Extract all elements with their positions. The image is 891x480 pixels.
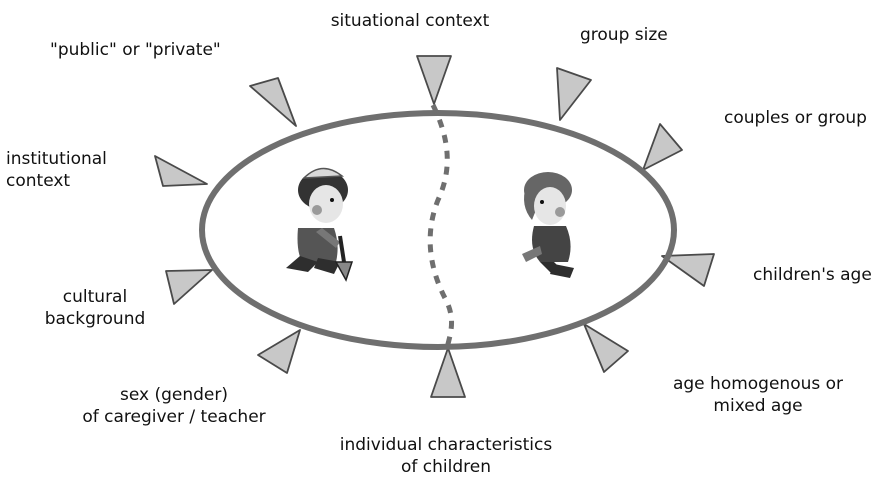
label-public-or-private-text: "public" or "private" [50,40,221,60]
triangle-marker-public-private [249,77,297,127]
triangle-marker-group-size [556,67,592,121]
label-sex-gender: sex (gender) of caregiver / teacher [70,384,278,428]
label-individual-line1: individual characteristics [339,435,553,455]
label-age-homogenous: age homogenous or mixed age [660,373,856,417]
label-individual-characteristics: individual characteristics of children [326,434,566,478]
label-age-homogenous-line1: age homogenous or [672,374,844,394]
label-childrens-age: children's age [753,264,872,286]
label-individual-line2: of children [401,457,491,477]
label-cultural-line1: cultural [62,287,128,307]
triangle-marker-cultural [165,269,213,305]
triangle-markers [154,55,715,398]
label-cultural-line2: background [44,309,146,329]
label-institutional-line1: institutional [6,149,107,169]
label-institutional-line2: context [6,171,71,191]
label-situational-context-text: situational context [330,11,490,31]
label-couples-or-group-text: couples or group [724,108,867,128]
label-sex-gender-line1: sex (gender) [119,385,228,405]
triangle-marker-couples [642,123,683,171]
label-institutional-context: institutional context [6,148,107,192]
label-couples-or-group: couples or group [724,107,867,129]
label-situational-context: situational context [330,10,490,32]
group-context-ellipse [199,110,677,350]
label-public-or-private: "public" or "private" [50,39,221,61]
triangle-marker-situational [416,55,452,105]
triangle-marker-institutional [154,155,208,187]
label-cultural-background: cultural background [40,286,150,330]
label-age-homogenous-line2: mixed age [713,396,803,416]
label-group-size: group size [580,24,668,46]
triangle-marker-individual [430,347,466,398]
triangle-marker-sex-gender [257,329,301,374]
child-with-shovel-icon [286,167,354,282]
divider-dotted-line [427,103,455,349]
label-sex-gender-line2: of caregiver / teacher [82,407,266,427]
sitting-child-icon [522,172,574,278]
triangle-marker-childrens-age [661,253,715,287]
label-childrens-age-text: children's age [753,265,872,285]
triangle-marker-age-homogenous [583,323,629,373]
label-group-size-text: group size [580,25,668,45]
